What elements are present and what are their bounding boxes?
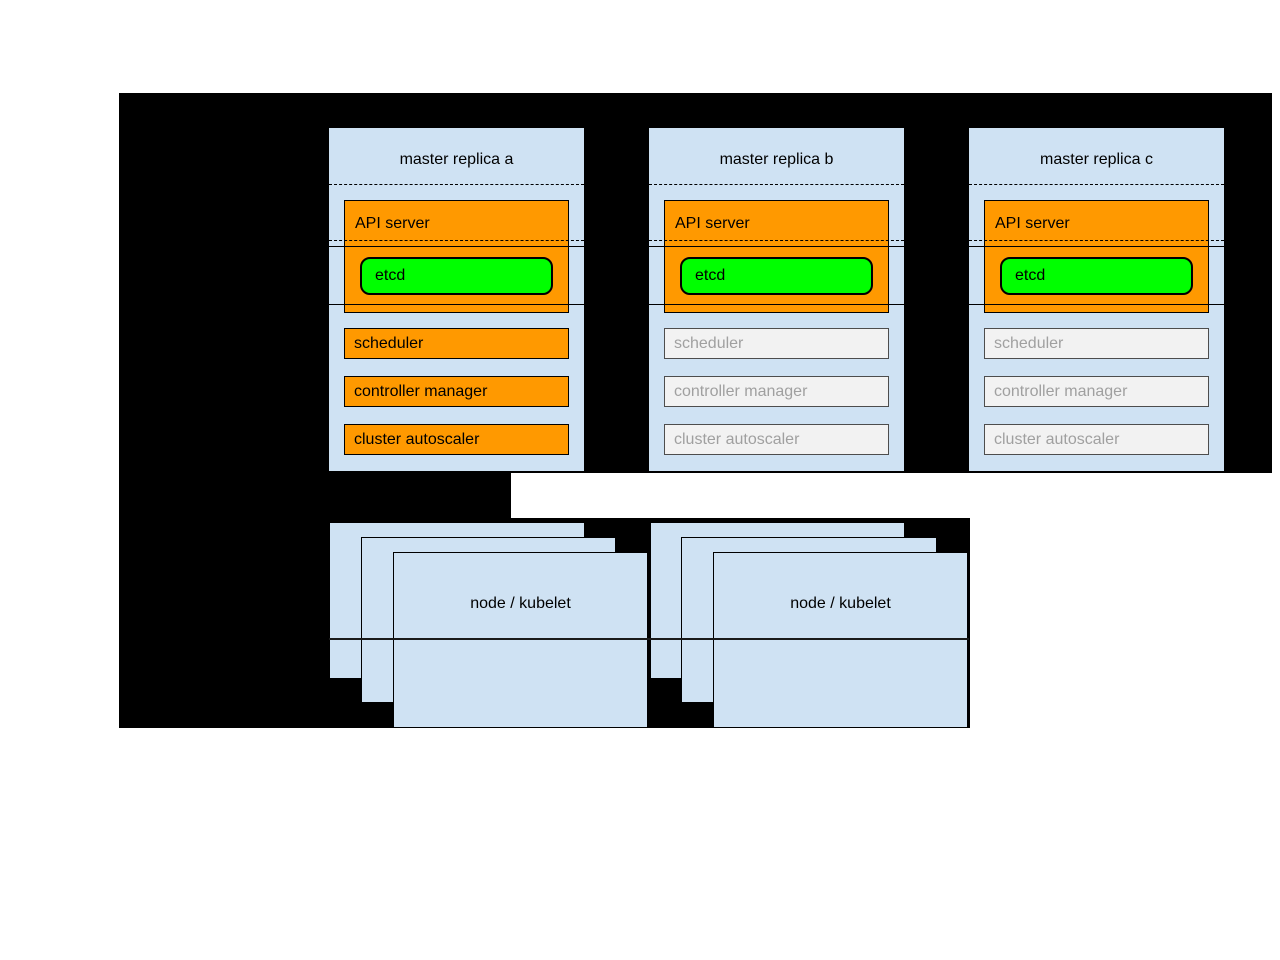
etcd-label: etcd — [375, 267, 406, 284]
component-box-scheduler: scheduler — [344, 328, 569, 359]
node-zone-line — [329, 638, 969, 640]
node-box-front: node / kubelet — [393, 552, 648, 728]
master-replica-b-title: master replica b — [719, 151, 834, 168]
zone-dashed-line — [649, 240, 904, 241]
node-kubelet-label: node / kubelet — [790, 595, 891, 612]
master-replica-b-box: master replica b API server etcd schedul… — [649, 128, 904, 471]
zone-solid-line — [649, 246, 904, 247]
component-label: cluster autoscaler — [354, 430, 480, 448]
zone-solid-line — [969, 304, 1224, 305]
component-box-cluster-autoscaler: cluster autoscaler — [344, 424, 569, 455]
etcd-box: etcd — [360, 257, 553, 295]
zone-dashed-line — [969, 184, 1224, 185]
component-label: controller manager — [994, 382, 1128, 400]
zone-solid-line — [329, 246, 584, 247]
zone-solid-line — [649, 304, 904, 305]
component-box-scheduler: scheduler — [984, 328, 1209, 359]
zone-dashed-line — [969, 240, 1224, 241]
etcd-label: etcd — [1015, 267, 1046, 284]
component-box-controller-manager: controller manager — [664, 376, 889, 407]
node-box-front: node / kubelet — [713, 552, 968, 728]
component-box-scheduler: scheduler — [664, 328, 889, 359]
master-replica-a-box: master replica a API server etcd schedul… — [329, 128, 584, 471]
zone-dashed-line — [649, 184, 904, 185]
component-label: scheduler — [674, 334, 744, 352]
etcd-box: etcd — [680, 257, 873, 295]
api-server-label: API server — [675, 215, 750, 232]
master-replica-c-box: master replica c API server etcd schedul… — [969, 128, 1224, 471]
component-label: controller manager — [354, 382, 488, 400]
component-box-cluster-autoscaler: cluster autoscaler — [664, 424, 889, 455]
component-label: controller manager — [674, 382, 808, 400]
zone-dashed-line — [329, 240, 584, 241]
zone-solid-line — [969, 246, 1224, 247]
api-server-label: API server — [355, 215, 430, 232]
etcd-label: etcd — [695, 267, 726, 284]
etcd-box: etcd — [1000, 257, 1193, 295]
component-label: scheduler — [994, 334, 1064, 352]
zone-dashed-line — [329, 184, 584, 185]
component-label: cluster autoscaler — [674, 430, 800, 448]
component-box-cluster-autoscaler: cluster autoscaler — [984, 424, 1209, 455]
node-kubelet-label: node / kubelet — [470, 595, 571, 612]
zone-solid-line — [329, 304, 584, 305]
master-replica-c-title: master replica c — [1040, 151, 1153, 168]
component-label: scheduler — [354, 334, 424, 352]
master-replica-a-title: master replica a — [399, 151, 514, 168]
api-server-label: API server — [995, 215, 1070, 232]
component-box-controller-manager: controller manager — [984, 376, 1209, 407]
component-box-controller-manager: controller manager — [344, 376, 569, 407]
component-label: cluster autoscaler — [994, 430, 1120, 448]
